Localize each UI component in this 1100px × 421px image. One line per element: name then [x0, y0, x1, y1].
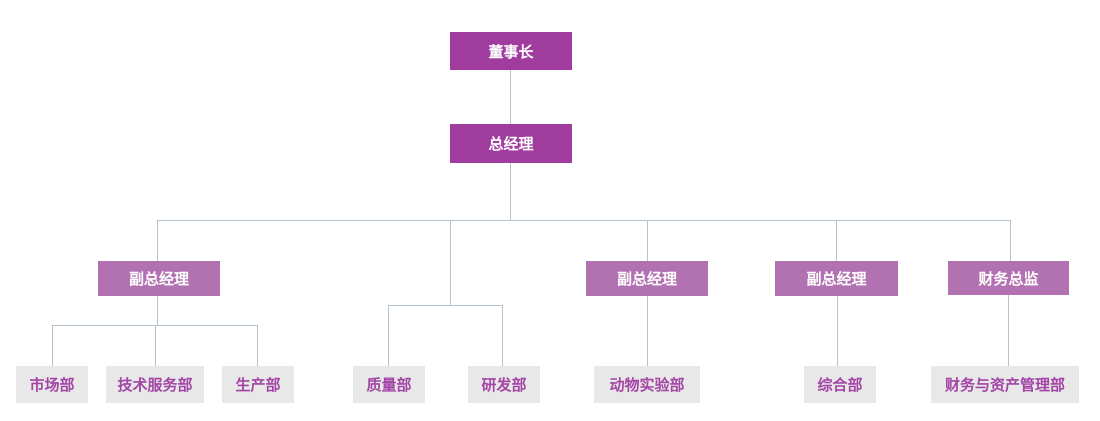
org-node-finance-asset-dept: 财务与资产管理部 — [931, 366, 1079, 403]
connector-drop-deputy-gm-1 — [157, 220, 158, 261]
org-node-tech-service-dept: 技术服务部 — [106, 366, 204, 403]
connector-drop-deputy-gm-3 — [836, 220, 837, 261]
connector-chairman-gm — [510, 70, 511, 124]
org-node-chairman: 董事长 — [450, 32, 572, 70]
connector-drop-tech-service-dept — [155, 325, 156, 366]
connector-drop-production-dept — [257, 325, 258, 366]
org-node-finance-director: 财务总监 — [948, 261, 1069, 295]
org-node-general-affairs-dept: 综合部 — [804, 366, 876, 403]
connector-drop-rnd-dept — [502, 305, 503, 366]
connector-drop-mid-branch — [450, 220, 451, 305]
org-node-rnd-dept: 研发部 — [468, 366, 540, 403]
connector-drop-marketing-dept — [52, 325, 53, 366]
connector-drop-deputy-gm-2 — [647, 220, 648, 261]
connector-drop-finance-director — [1010, 220, 1011, 261]
connector-drop-quality-dept — [388, 305, 389, 366]
org-node-deputy-gm-1: 副总经理 — [98, 261, 220, 296]
org-node-marketing-dept: 市场部 — [16, 366, 88, 403]
connector-mid-horizontal — [388, 305, 503, 306]
org-node-deputy-gm-3: 副总经理 — [775, 261, 898, 296]
connector-gm-trunk — [510, 163, 511, 220]
org-node-general-manager: 总经理 — [450, 124, 572, 163]
connector-main-horizontal — [157, 220, 1011, 221]
connector-deputy-gm-1-trunk — [157, 296, 158, 325]
connector-drop-finance-asset-dept — [1008, 295, 1009, 366]
org-node-animal-lab-dept: 动物实验部 — [594, 366, 700, 403]
org-node-quality-dept: 质量部 — [353, 366, 425, 403]
org-node-production-dept: 生产部 — [222, 366, 294, 403]
connector-drop-general-affairs-dept — [837, 296, 838, 366]
connector-drop-animal-lab-dept — [647, 296, 648, 366]
org-node-deputy-gm-2: 副总经理 — [586, 261, 708, 296]
